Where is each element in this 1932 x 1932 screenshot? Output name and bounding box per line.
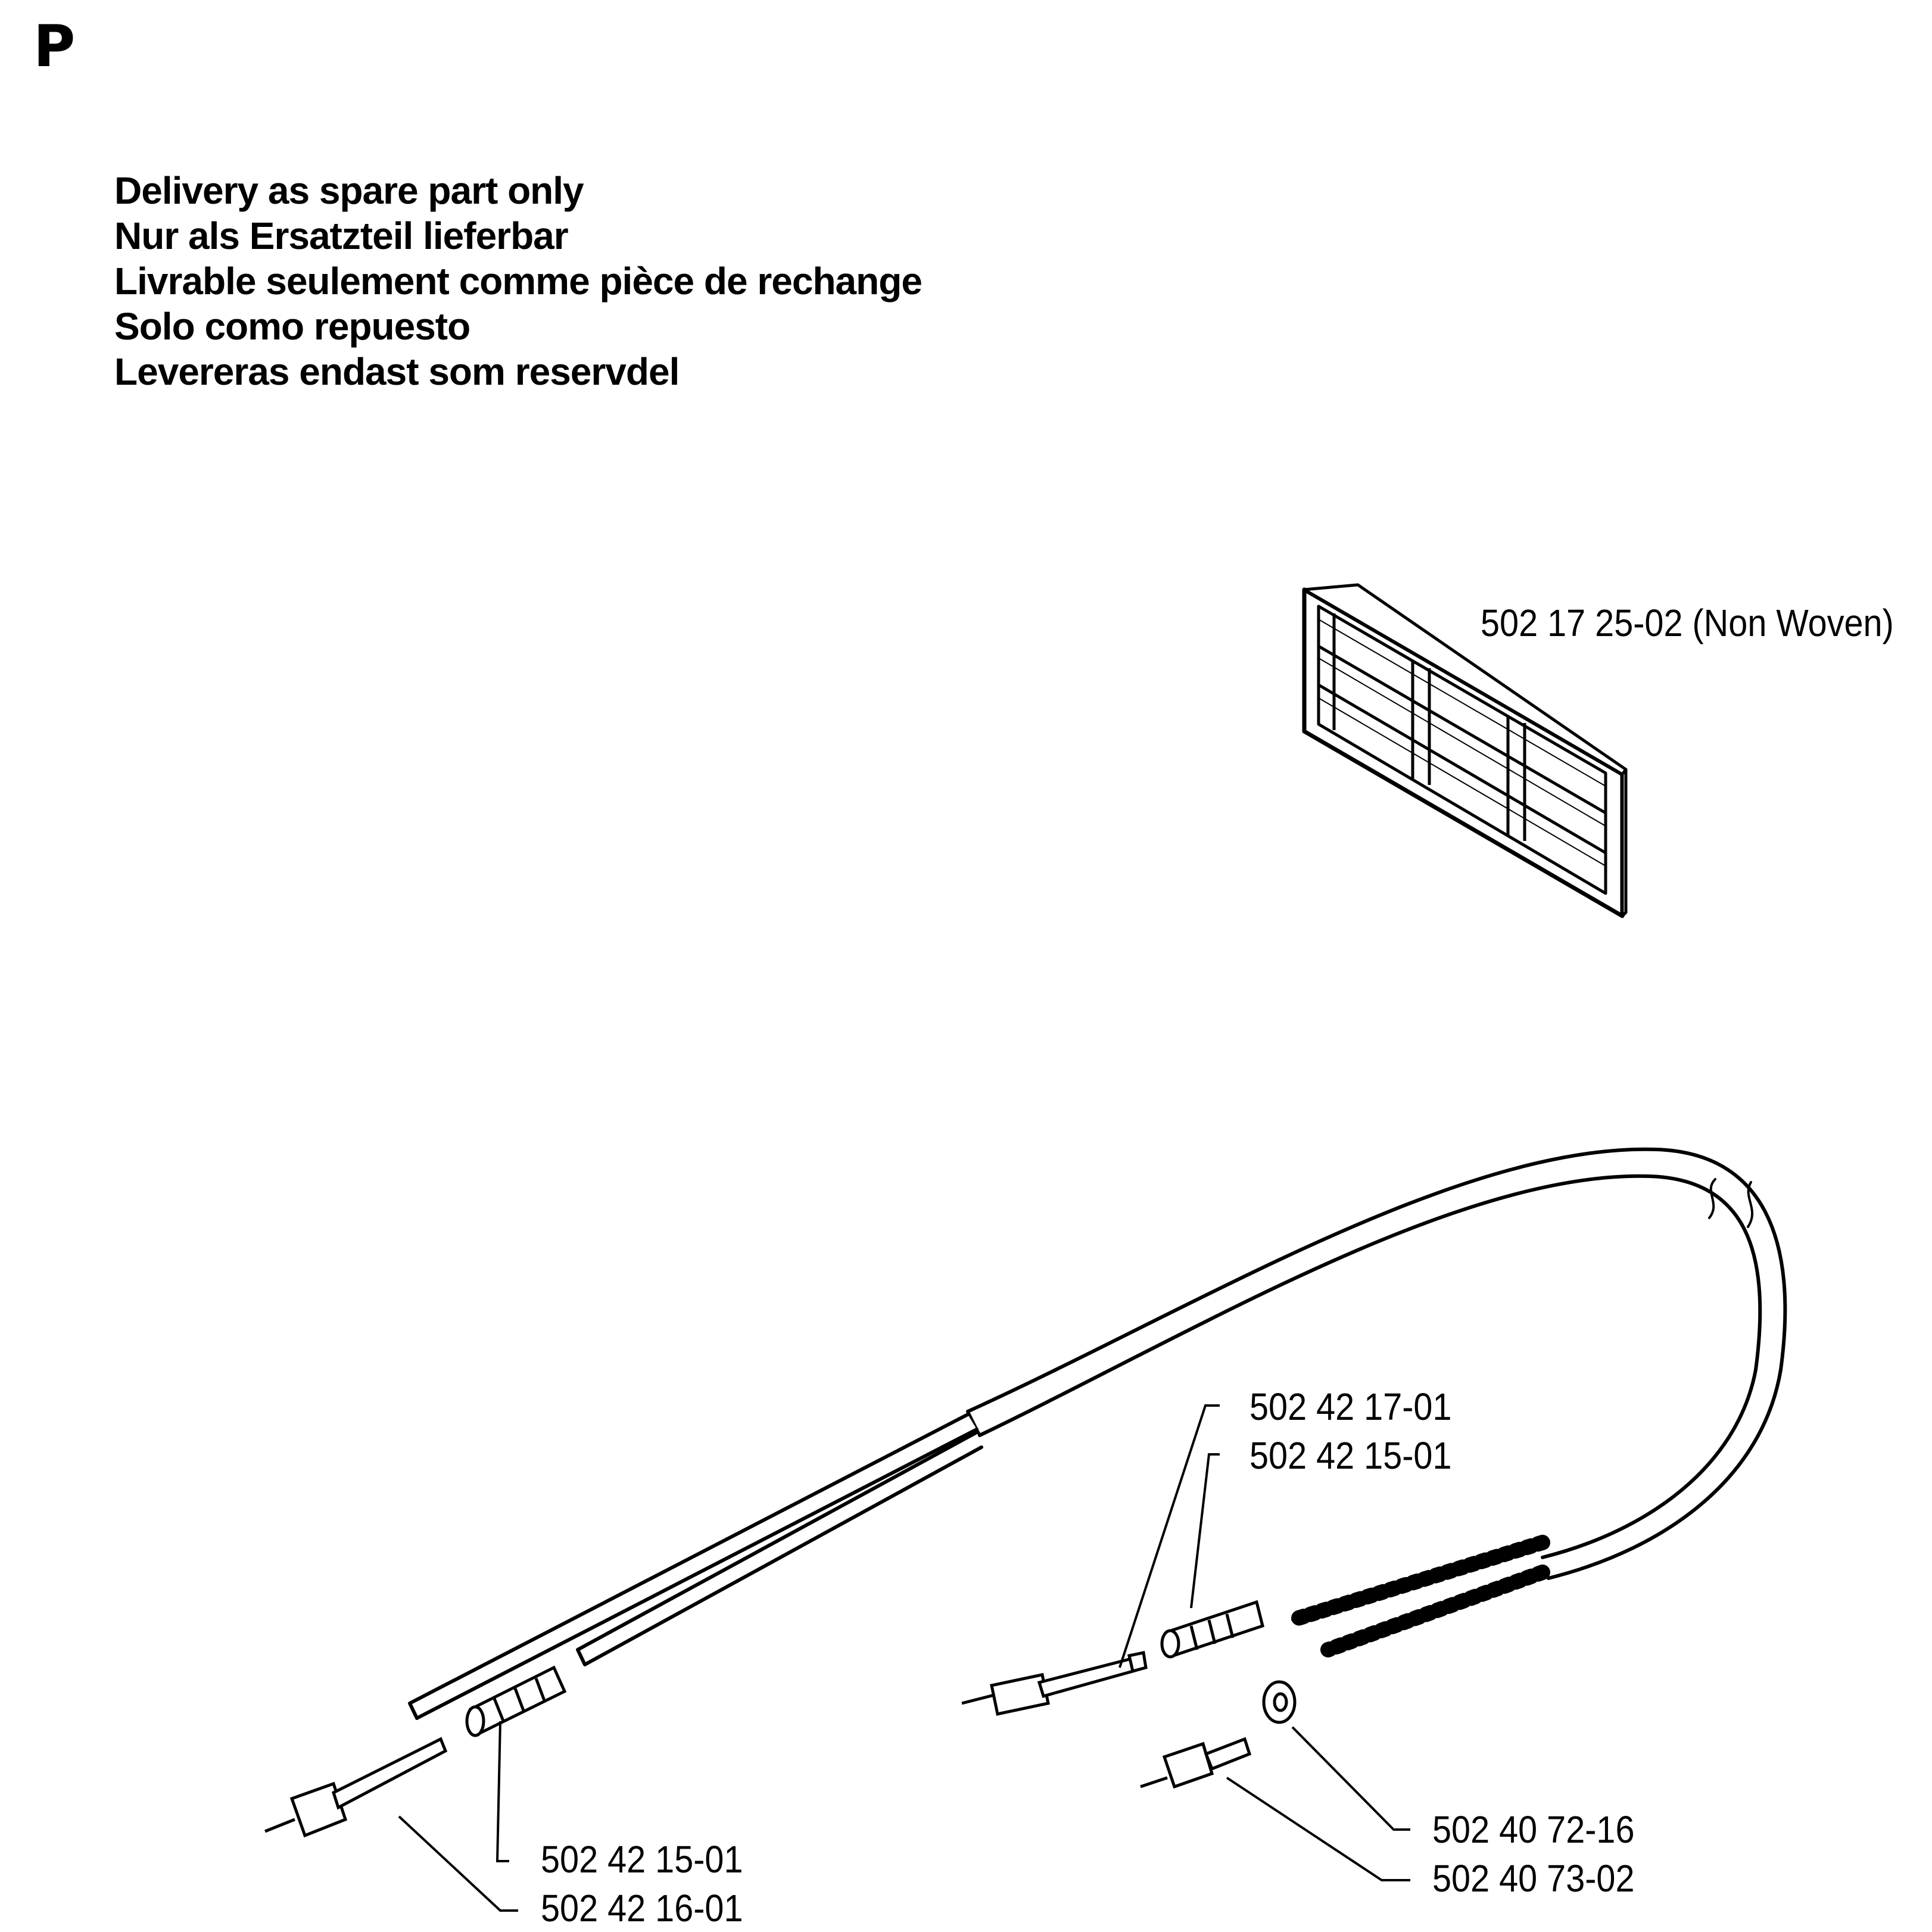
part-label-pin-lower: 502 42 16-01	[541, 1887, 743, 1930]
part-label-sleeve-upper: 502 42 15-01	[1249, 1434, 1452, 1477]
lower-pin-illustration	[265, 1739, 445, 1836]
upper-sleeve-illustration	[1162, 1602, 1263, 1657]
part-label-filter: 502 17 25-02 (Non Woven)	[1481, 602, 1894, 644]
lower-sleeve-illustration	[467, 1668, 565, 1735]
note-swedish: Levereras endast som reservdel	[114, 350, 680, 393]
note-french: Livrable seulement comme pièce de rechan…	[114, 260, 923, 303]
part-label-sleeve-lower: 502 42 15-01	[541, 1838, 743, 1881]
air-filter-illustration	[1304, 585, 1626, 916]
note-english: Delivery as spare part only	[114, 169, 584, 212]
spare-part-notes: Delivery as spare part only Nur als Ersa…	[114, 168, 923, 394]
note-german: Nur als Ersatzteil lieferbar	[114, 214, 569, 257]
washer-illustration	[1264, 1682, 1295, 1722]
leader-lines	[399, 1406, 1410, 1911]
upper-pin-illustration	[962, 1653, 1146, 1714]
part-label-pin-upper: 502 42 17-01	[1249, 1385, 1452, 1428]
part-label-washer: 502 40 72-16	[1432, 1808, 1635, 1851]
throttle-cable-illustration	[410, 1149, 1785, 1718]
nipple-illustration	[1140, 1739, 1249, 1787]
note-spanish: Solo como repuesto	[114, 305, 470, 348]
page-marker: P	[33, 13, 76, 80]
part-label-nipple: 502 40 73-02	[1432, 1857, 1635, 1900]
